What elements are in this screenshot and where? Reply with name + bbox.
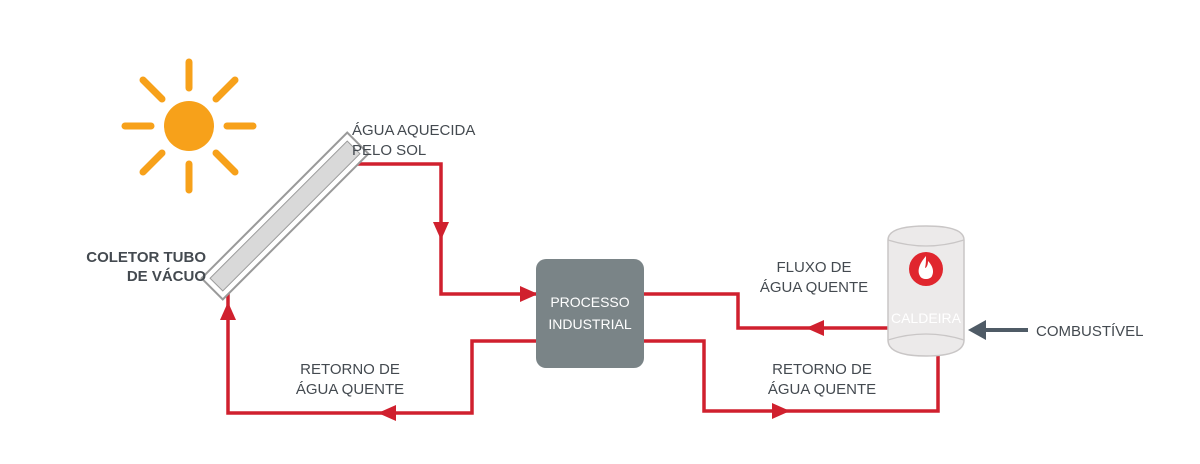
industrial-process-block: PROCESSO INDUSTRIAL — [536, 259, 644, 368]
flame-shape — [918, 256, 934, 279]
flow-arrow-right — [520, 286, 538, 302]
boiler-bottom-rim — [887, 333, 965, 341]
collector-tube — [209, 140, 361, 292]
heated-water-label-line2: PELO SOL — [352, 142, 426, 159]
boiler-label: CALDEIRA — [891, 310, 962, 326]
sun-ray — [139, 149, 166, 176]
return-right-label-line2: ÁGUA QUENTE — [768, 381, 876, 398]
sun-ray — [139, 76, 166, 103]
flow-arrow-right — [772, 403, 790, 419]
hot-water-flow-label-line1: FLUXO DE — [776, 259, 851, 276]
flow-arrow-left — [378, 405, 396, 421]
flow-arrow-left — [806, 320, 824, 336]
flow-arrow-up — [220, 302, 236, 320]
boiler: CALDEIRA — [887, 225, 965, 357]
return-left-label-line2: ÁGUA QUENTE — [296, 381, 404, 398]
fuel-arrow-head — [968, 320, 986, 340]
fuel-input: COMBUSTÍVEL — [968, 320, 1144, 340]
process-label-line2: INDUSTRIAL — [548, 316, 631, 332]
heated-water-label-line1: ÁGUA AQUECIDA — [352, 122, 475, 139]
hot-water-flow-label-line2: ÁGUA QUENTE — [760, 279, 868, 296]
fuel-label: COMBUSTÍVEL — [1036, 323, 1144, 340]
return-right-label-line1: RETORNO DE — [772, 361, 872, 378]
flame-icon — [909, 252, 943, 286]
flow-arrow-down — [433, 222, 449, 240]
sun-disc — [164, 101, 214, 151]
sun-icon — [121, 58, 257, 194]
vacuum-tube-collector — [200, 131, 370, 301]
process-label-line1: PROCESSO — [550, 294, 629, 310]
collector-label-line1: COLETOR TUBO — [86, 249, 206, 266]
process-box — [536, 259, 644, 368]
return-left-label-line1: RETORNO DE — [300, 361, 400, 378]
pipe-process-to-boiler-return — [644, 339, 940, 413]
pipe-process-to-collector-return — [226, 291, 536, 415]
collector-label-line2: DE VÁCUO — [127, 268, 207, 285]
pipe-boiler-to-process — [644, 292, 888, 330]
sun-ray — [212, 149, 239, 176]
boiler-top-rim — [887, 239, 965, 247]
sun-ray — [212, 76, 239, 103]
